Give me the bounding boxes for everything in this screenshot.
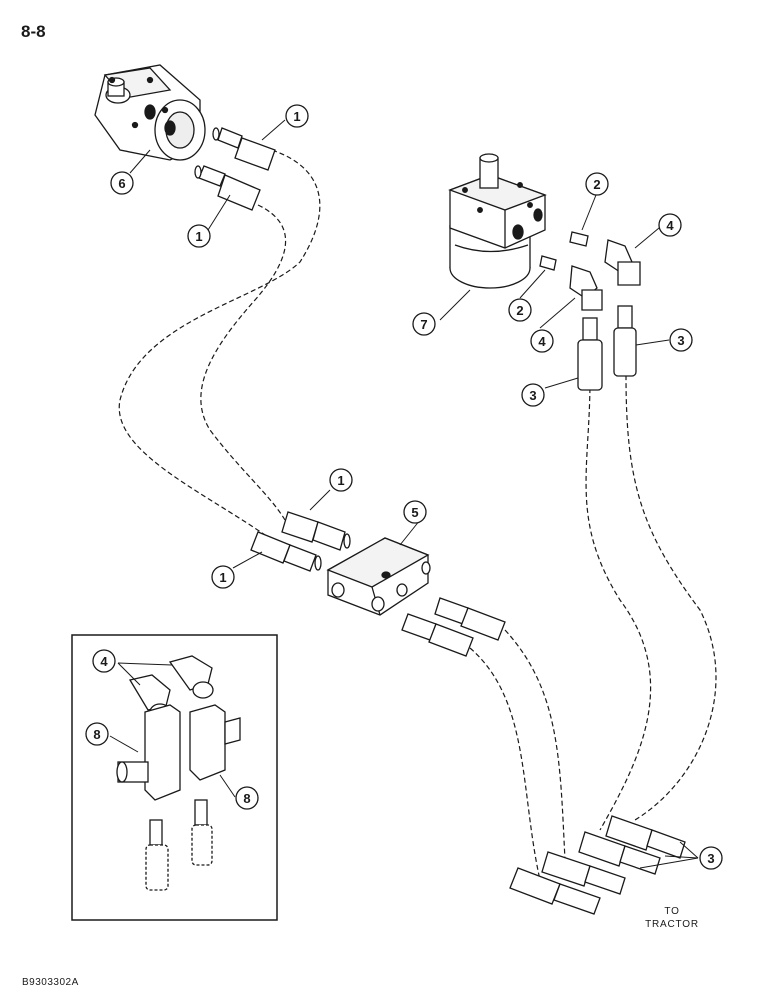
hoses xyxy=(118,149,717,881)
figure-code: B9303302A xyxy=(22,977,79,988)
hose-f xyxy=(625,374,717,821)
motor-7 xyxy=(448,153,547,289)
valve-block-5 xyxy=(326,537,431,616)
callout-4: 4 xyxy=(538,334,546,349)
callout-2: 2 xyxy=(593,177,600,192)
callout-4: 4 xyxy=(666,218,674,233)
callout-1: 1 xyxy=(195,229,202,244)
callout-1: 1 xyxy=(337,473,344,488)
callout-circles xyxy=(85,104,723,870)
callout-2: 2 xyxy=(516,303,523,318)
hose-a xyxy=(118,149,321,536)
hose-c xyxy=(504,629,566,861)
callout-3: 3 xyxy=(529,388,536,403)
leader-lines xyxy=(109,119,699,869)
destination-line-2: TRACTOR xyxy=(645,919,699,930)
hose-e xyxy=(585,379,652,831)
callout-4: 4 xyxy=(100,654,108,669)
callout-7: 7 xyxy=(420,317,427,332)
callout-3: 3 xyxy=(707,851,714,866)
callout-1: 1 xyxy=(293,109,300,124)
callout-numbers: 1 1 1 1 2 2 3 3 3 4 4 4 5 6 7 8 8 xyxy=(93,109,714,866)
page-number: 8-8 xyxy=(21,22,46,41)
fittings-type-3 xyxy=(509,305,686,915)
fittings-type-2-4 xyxy=(539,231,641,311)
hose-d xyxy=(469,647,541,881)
motor-6 xyxy=(94,64,206,161)
fittings-type-1 xyxy=(194,127,506,657)
hose-b xyxy=(200,204,286,521)
destination-line-1: TO xyxy=(664,906,680,917)
inset-box xyxy=(71,634,278,921)
callout-3: 3 xyxy=(677,333,684,348)
destination-label: TO TRACTOR xyxy=(632,905,712,931)
callout-6: 6 xyxy=(118,176,125,191)
callout-8: 8 xyxy=(93,727,100,742)
inset-parts xyxy=(116,655,241,891)
callout-8: 8 xyxy=(243,791,250,806)
callout-5: 5 xyxy=(411,505,418,520)
callout-1: 1 xyxy=(219,570,226,585)
